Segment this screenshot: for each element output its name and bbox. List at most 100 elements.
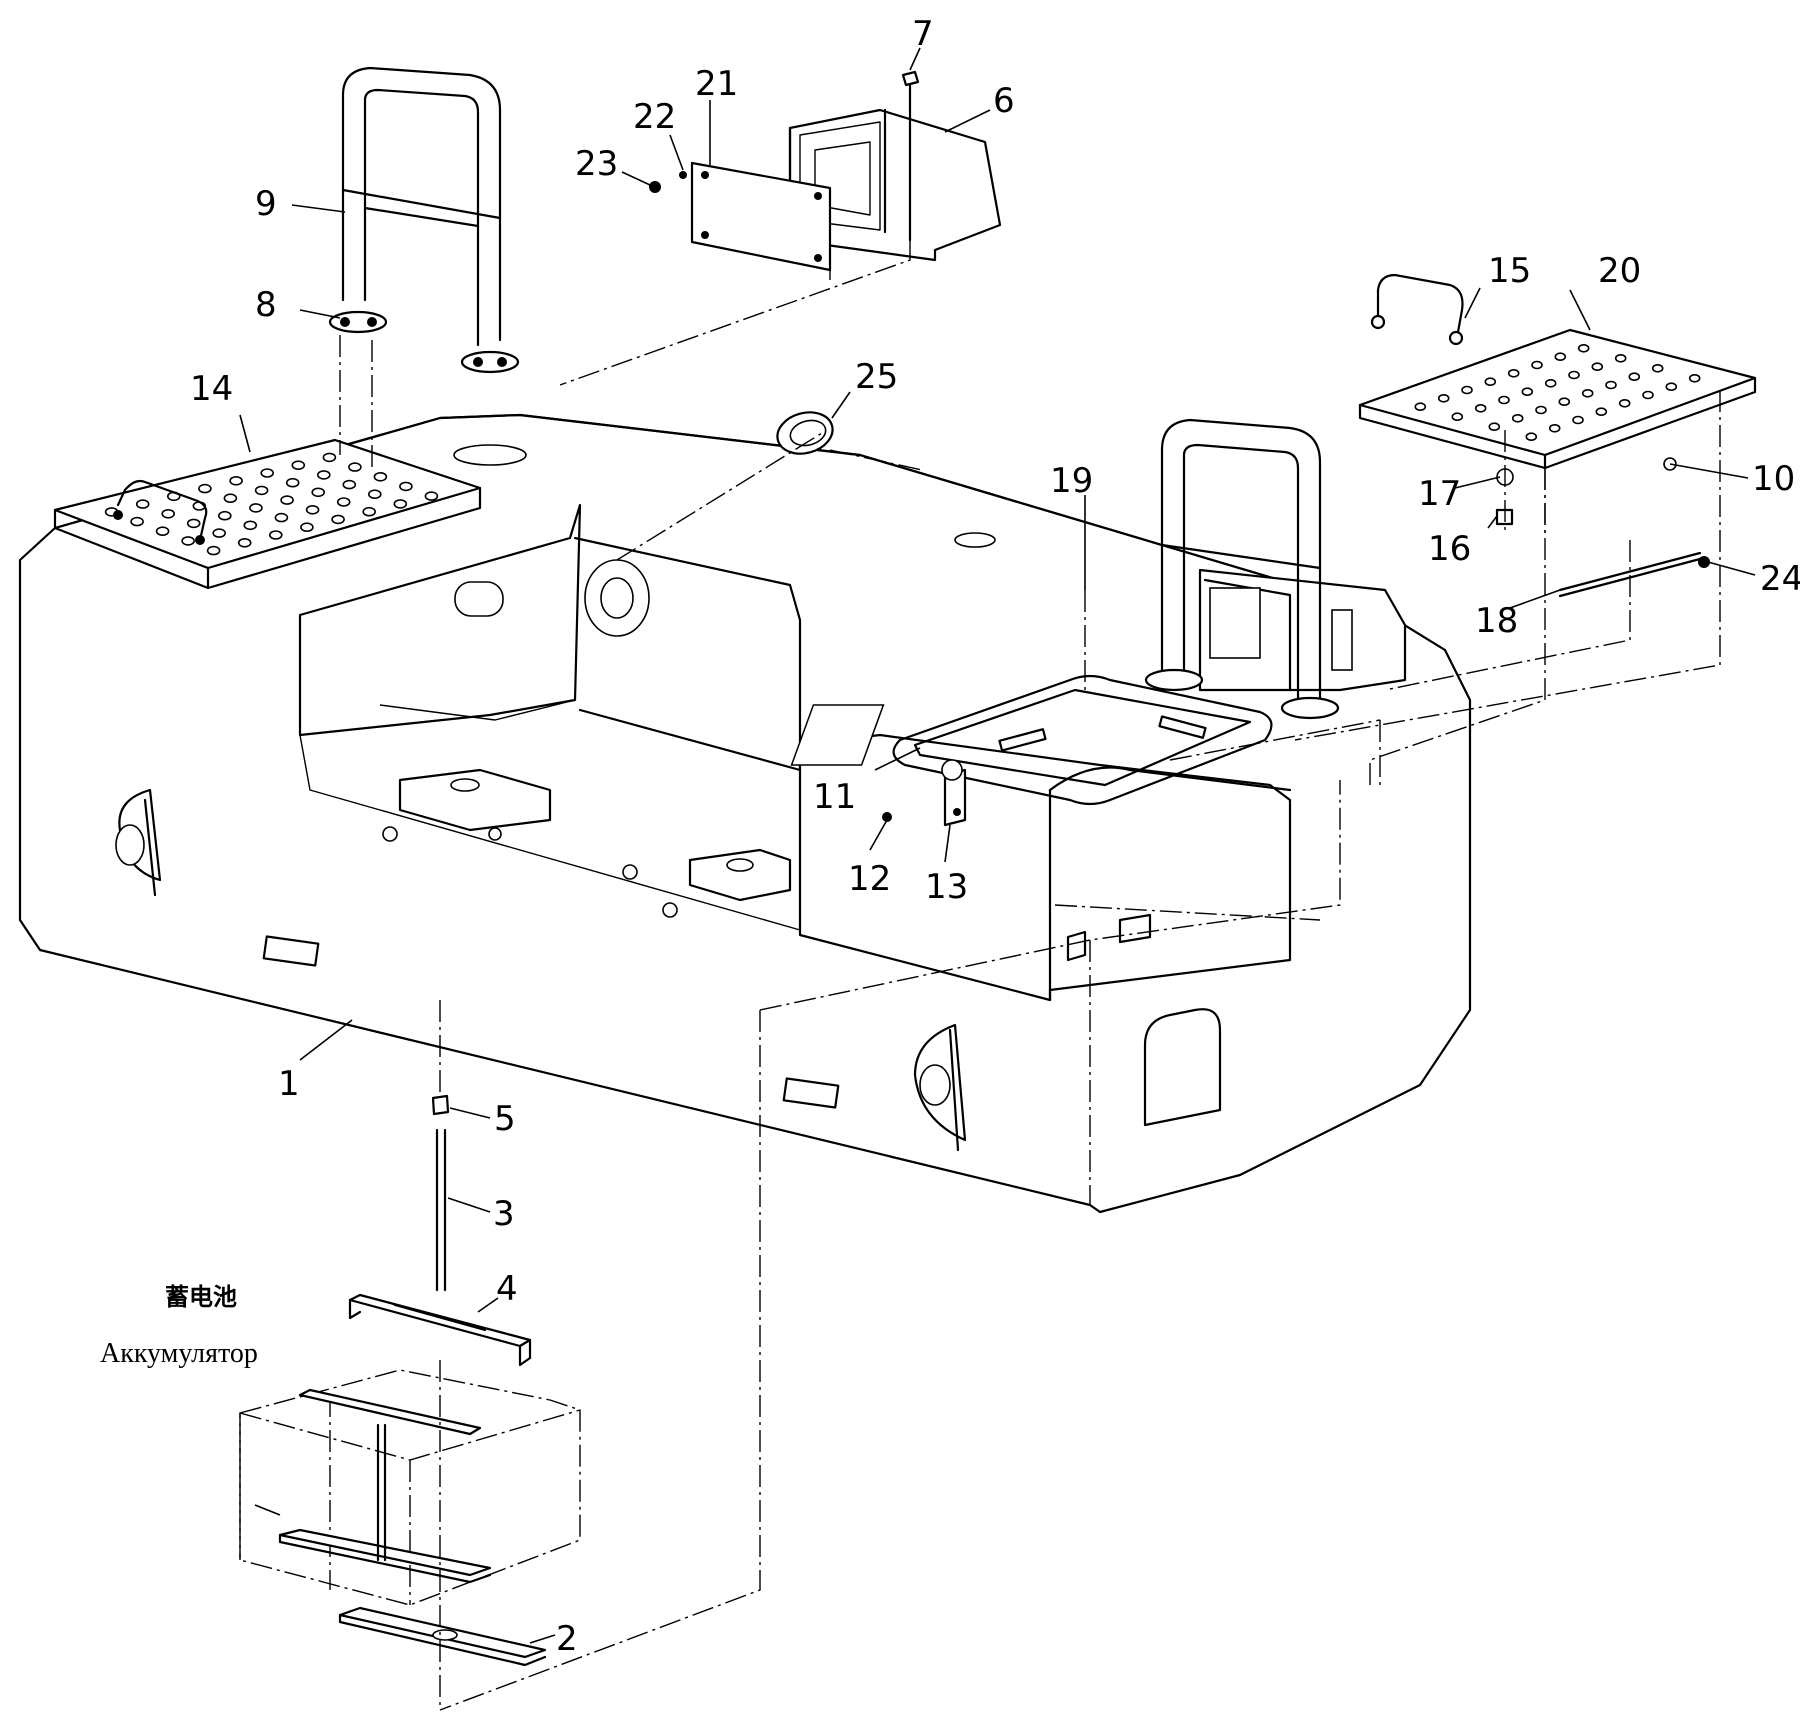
assembly-centerlines — [439, 240, 1721, 1711]
grommet-25 — [776, 411, 834, 455]
plate-perforation — [280, 495, 294, 505]
callout-numbers: 1 2 3 4 5 6 7 8 9 10 11 12 13 14 15 16 1… — [190, 14, 1800, 1659]
plate-perforation — [316, 470, 331, 480]
callout-5: 5 — [494, 1099, 516, 1139]
plate-perforation — [161, 508, 175, 519]
tie-down-ring-right — [913, 1023, 967, 1152]
plate-perforation — [1577, 343, 1590, 353]
plate-perforation — [243, 520, 258, 531]
plate-perforation — [367, 489, 382, 500]
plate-perforation — [135, 499, 150, 509]
plate-perforation — [254, 485, 269, 496]
plate-perforation — [130, 516, 144, 527]
callout-3: 3 — [493, 1194, 515, 1234]
plate-perforation — [274, 512, 289, 523]
plate-perforation — [1461, 385, 1473, 395]
leader-lines — [239, 47, 1756, 1644]
handrail-right — [1144, 418, 1340, 720]
plate-perforation — [1511, 413, 1524, 423]
plate-perforation — [399, 481, 413, 492]
nameplate-left — [262, 935, 320, 967]
plate-perforation — [1548, 423, 1561, 433]
plate-perforation — [331, 514, 345, 525]
frame-right-block — [798, 733, 1292, 1002]
plate-perforation — [1488, 422, 1501, 432]
plate-perforation — [1665, 382, 1678, 392]
plate-perforation — [1437, 393, 1450, 403]
plate-perforation — [373, 471, 388, 482]
base-plate-2 — [338, 1606, 547, 1667]
plate-perforation — [206, 545, 221, 556]
callout-15: 15 — [1488, 251, 1531, 291]
plate-perforation — [1628, 372, 1641, 382]
plate-perforation — [1595, 407, 1608, 417]
nameplate-right — [782, 1077, 840, 1109]
callout-23: 23 — [575, 144, 618, 184]
plate-perforation — [322, 452, 337, 463]
plate-perforation — [291, 460, 306, 471]
tie-rod-3 — [435, 1128, 447, 1292]
plate-perforation — [1525, 432, 1538, 442]
callout-14: 14 — [190, 369, 233, 409]
plate-perforation — [336, 497, 351, 507]
checker-plate-right — [1358, 328, 1757, 470]
callout-25: 25 — [855, 357, 898, 397]
plate-perforation — [1605, 380, 1617, 390]
plate-perforation — [1451, 412, 1464, 422]
plate-perforation — [1651, 363, 1664, 373]
plate-perforation — [285, 477, 300, 488]
plate-perforation — [249, 503, 263, 513]
bracket-13 — [941, 759, 967, 827]
callout-2: 2 — [556, 1619, 578, 1659]
plate-perforation — [1568, 370, 1580, 380]
callout-18: 18 — [1475, 601, 1518, 641]
plate-perforation — [1558, 397, 1571, 407]
callout-22: 22 — [633, 97, 676, 137]
plate-perforation — [268, 530, 283, 540]
small-bracket-a — [1066, 930, 1087, 962]
plate-perforation — [237, 537, 252, 548]
callout-4: 4 — [496, 1269, 518, 1309]
seat-frame-11 — [790, 674, 1273, 806]
plate-perforation — [1507, 368, 1520, 378]
small-bracket-b — [1118, 913, 1152, 944]
plate-perforation — [229, 475, 243, 486]
plate-perforation — [1618, 398, 1631, 408]
plate-perforation — [1572, 415, 1584, 425]
plate-perforation — [342, 479, 357, 490]
plate-perforation — [1544, 378, 1557, 388]
battery-tray-lower — [278, 1388, 492, 1584]
plate-perforation — [1521, 387, 1534, 397]
screw-23 — [649, 181, 661, 193]
clip-24 — [1698, 556, 1710, 568]
plate-perforation — [1531, 360, 1543, 370]
u-handle-15 — [1370, 273, 1464, 346]
battery-hold-down-4 — [348, 1293, 532, 1367]
callout-12: 12 — [848, 859, 891, 899]
callout-10: 10 — [1752, 459, 1795, 499]
battery-label-chinese: 蓄电池 — [165, 1283, 237, 1311]
callout-19: 19 — [1050, 461, 1093, 501]
plate-perforation — [1591, 362, 1604, 372]
callout-8: 8 — [255, 285, 277, 325]
plate-perforation — [1414, 402, 1427, 412]
plate-perforation — [362, 506, 377, 517]
callout-16: 16 — [1428, 529, 1471, 569]
plate-perforation — [223, 493, 238, 504]
main-frame — [18, 413, 1472, 1214]
plate-perforation — [218, 510, 232, 521]
callout-7: 7 — [912, 14, 934, 54]
plate-perforation — [393, 499, 408, 509]
washer-22 — [679, 171, 687, 179]
tie-down-ring-left — [115, 788, 162, 897]
nut-5 — [431, 1094, 450, 1116]
plate-perforation — [1554, 352, 1567, 362]
plate-perforation — [1688, 373, 1701, 383]
handrail-9 — [328, 66, 520, 470]
callout-11: 11 — [813, 777, 856, 817]
plate-perforation — [1474, 403, 1487, 413]
plate-perforation — [348, 462, 362, 472]
callout-6: 6 — [993, 81, 1015, 121]
